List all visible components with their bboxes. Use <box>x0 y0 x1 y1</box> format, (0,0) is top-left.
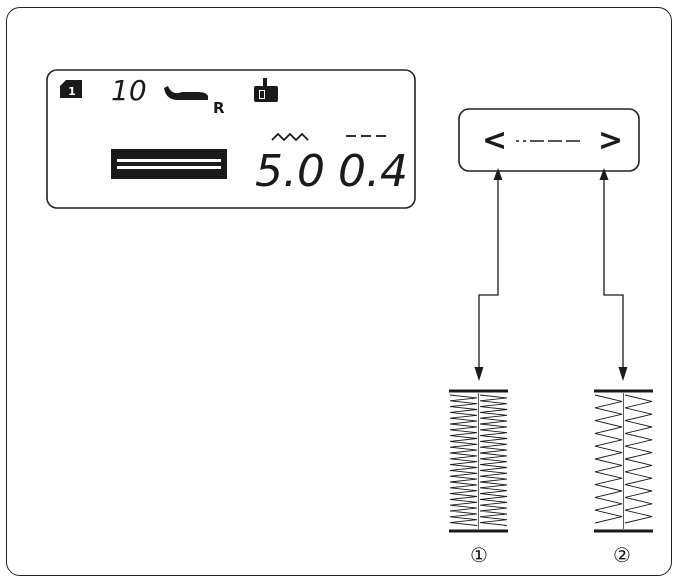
decrease-key[interactable]: < <box>482 123 507 158</box>
svg-text:1: 1 <box>68 85 76 98</box>
key-panel: < > <box>458 108 640 172</box>
sample-label-2: ② <box>613 543 631 567</box>
sample-label-1: ① <box>470 543 488 567</box>
increase-key[interactable]: > <box>598 123 623 158</box>
stitch-sample-coarse <box>594 389 653 533</box>
stitch-sample-dense <box>449 389 508 533</box>
pattern-number: 10 <box>111 74 147 107</box>
memory-icon: 1 <box>60 80 82 98</box>
arrow-2 <box>599 168 628 381</box>
stitch-length-value: 0.4 <box>338 146 408 197</box>
width-indicator-icon <box>271 132 309 142</box>
stitch-width-value: 5.0 <box>255 146 325 197</box>
lcd-screen: 1 10 R <box>46 69 416 209</box>
diagram-frame <box>6 7 672 576</box>
arrow-1 <box>474 168 503 381</box>
buttonhole-shape-icon <box>111 149 227 179</box>
presser-foot-icon: R <box>164 86 225 117</box>
buttonhole-lever-icon <box>254 78 278 102</box>
foot-letter: R <box>213 99 225 117</box>
